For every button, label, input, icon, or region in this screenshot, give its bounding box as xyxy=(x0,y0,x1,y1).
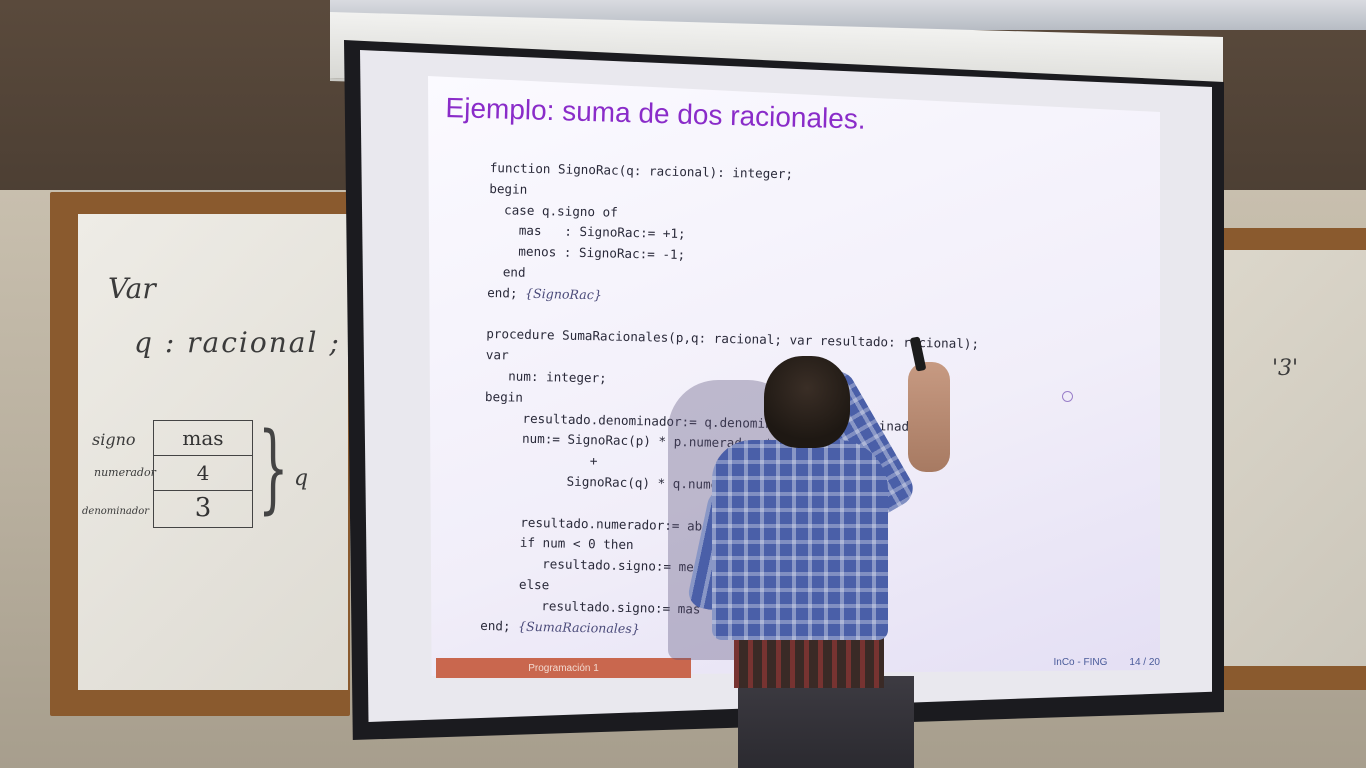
presenter-hand xyxy=(908,362,950,472)
circle-icon xyxy=(1062,391,1073,402)
presenter-head xyxy=(764,356,850,448)
footer-course: Programación 1 xyxy=(436,658,691,678)
footer-right: InCo - FING 14 / 20 xyxy=(1010,652,1161,672)
record-cell-signo: mas xyxy=(154,421,252,456)
presenter-legs xyxy=(738,676,914,768)
record-diagram: mas 4 3 xyxy=(153,420,253,528)
presenter-shirt xyxy=(712,440,888,640)
record-cell-numerador: 4 xyxy=(154,456,252,491)
code-comment: {SignoRac} xyxy=(524,285,603,303)
code-comment: {SumaRacionales} xyxy=(517,618,640,636)
record-cell-denominador: 3 xyxy=(194,493,212,524)
whiteboard-var-label: Var xyxy=(108,272,156,305)
record-brace: } xyxy=(258,412,289,524)
whiteboard-field-denominador: denominador xyxy=(82,506,150,517)
whiteboard-brace-label: q xyxy=(294,466,309,491)
footer-page-number: 14 / 20 xyxy=(1129,656,1160,668)
whiteboard-declaration: q : racional ; xyxy=(134,326,341,359)
right-whiteboard xyxy=(1214,250,1366,666)
footer-org: InCo - FING xyxy=(1053,656,1108,668)
right-whiteboard-note: '3' xyxy=(1272,356,1299,381)
whiteboard-field-numerador: numerador xyxy=(94,466,156,479)
whiteboard-field-signo: signo xyxy=(92,430,136,449)
whiteboard xyxy=(78,214,348,690)
